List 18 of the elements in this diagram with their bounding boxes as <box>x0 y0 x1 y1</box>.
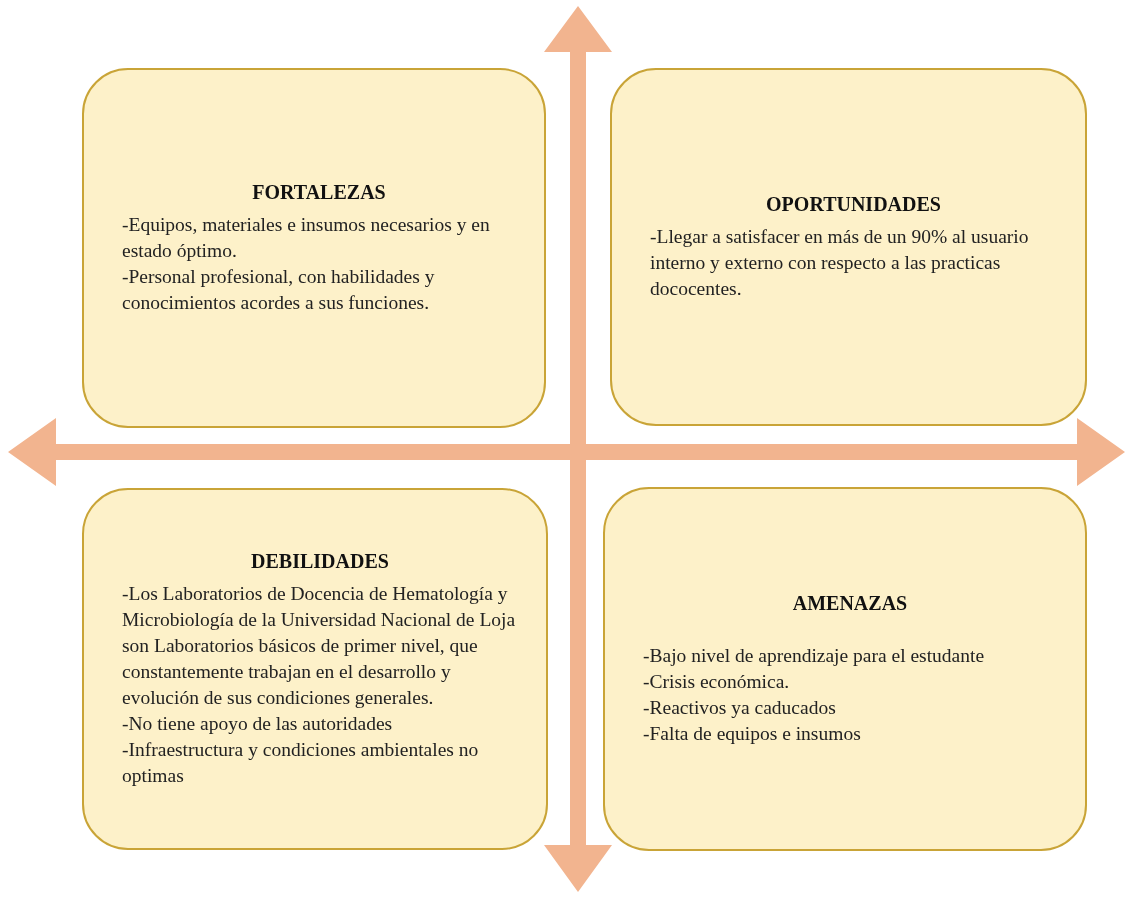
quadrant-heading: OPORTUNIDADES <box>765 192 942 216</box>
list-item: -Llegar a satisfacer en más de un 90% al usuario interno y externo con respecto a las practicas dococentes. <box>650 224 1030 301</box>
list-item: -Personal profesional, con habilidades y conocimientos acordes a sus funciones. <box>122 264 436 315</box>
quadrant-box <box>82 68 546 428</box>
list-item: -No tiene apoyo de las autoridades <box>122 711 394 736</box>
list-item: -Reactivos ya caducados <box>643 695 837 720</box>
quadrant-heading: DEBILIDADES <box>250 549 390 573</box>
list-item: -Equipos, materiales e insumos necesarios y en estado óptimo. <box>122 212 491 263</box>
list-item: -Infraestructura y condiciones ambientales no optimas <box>122 737 480 788</box>
list-item: -Crisis económica. <box>643 669 791 694</box>
quadrant-heading: AMENAZAS <box>791 591 909 615</box>
list-item: -Los Laboratorios de Docencia de Hematología y Microbiología de la Universidad Nacional de Loja son Laboratorios básicos de primer nivel, que constantemente trabajan en el desarrollo y evolución de sus condiciones generales. <box>122 581 517 710</box>
quadrant-box <box>82 488 548 850</box>
list-item: -Bajo nivel de aprendizaje para el estudante <box>643 643 986 668</box>
quadrant-box <box>603 487 1087 851</box>
quadrant-heading: FORTALEZAS <box>251 180 387 204</box>
list-item: -Falta de equipos e insumos <box>643 721 862 746</box>
quadrant-box <box>610 68 1087 426</box>
